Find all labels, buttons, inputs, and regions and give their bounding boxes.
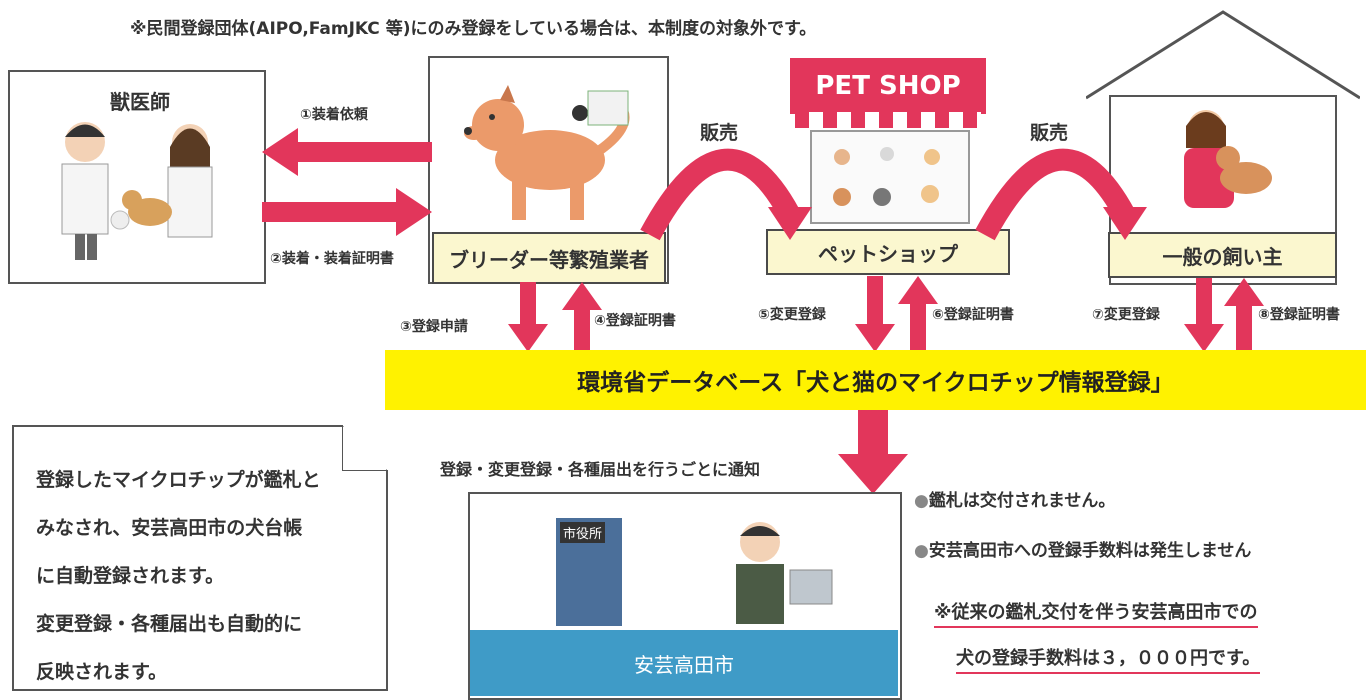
city-name-band: 安芸高田市 xyxy=(470,630,898,696)
breeder-label: ブリーダー等繁殖業者 xyxy=(432,232,666,284)
petshop-awning xyxy=(795,112,981,128)
sales-arrow-2 xyxy=(975,148,1147,241)
veterinarian-label: 獣医師 xyxy=(110,90,170,114)
petshop-window xyxy=(810,130,970,224)
notify-label: 登録・変更登録・各種届出を行うごとに通知 xyxy=(440,460,761,479)
memo-box: 登録したマイクロチップが鑑札と みなされ、安芸高田市の犬台帳 に自動登録されます… xyxy=(12,425,388,691)
petshop-label: ペットショップ xyxy=(766,229,1010,275)
memo-fold xyxy=(342,425,388,471)
sales-label-1: 販売 xyxy=(700,122,739,144)
pets-in-window xyxy=(833,147,940,206)
city-office-sign: 市役所 xyxy=(560,522,606,543)
city-name: 安芸高田市 xyxy=(634,652,734,677)
arrow-up-8 xyxy=(1224,278,1264,352)
footnote-line-2: 犬の登録手数料は３，０００円です。 xyxy=(956,644,1261,674)
arrow-down-7 xyxy=(1184,278,1224,352)
step-1-label: ①装着依頼 xyxy=(300,107,368,123)
memo-line-2: みなされ、安芸高田市の犬台帳 xyxy=(36,517,303,539)
arrow-down-3 xyxy=(508,282,548,352)
bullet-text-1: 鑑札は交付されません。 xyxy=(928,491,1116,511)
arrow-attach xyxy=(262,188,432,236)
memo-line-3: に自動登録されます。 xyxy=(36,565,225,587)
step-4-label: ④登録証明書 xyxy=(594,313,676,329)
arrow-up-6 xyxy=(898,276,938,352)
memo-line-1: 登録したマイクロチップが鑑札と xyxy=(36,469,321,491)
step-8-label: ⑧登録証明書 xyxy=(1258,307,1340,323)
step-6-label: ⑥登録証明書 xyxy=(932,307,1014,323)
veterinarian-illustration xyxy=(61,122,213,260)
memo-line-4: 変更登録・各種届出も自動的に xyxy=(36,613,303,635)
database-label: 環境省データベース「犬と猫のマイクロチップ情報登録」 xyxy=(577,370,1174,396)
step-7-label: ⑦変更登録 xyxy=(1092,307,1160,323)
bullet-dot-2: ● xyxy=(914,541,929,561)
sales-label-2: 販売 xyxy=(1030,122,1069,144)
petshop-sign: PET SHOP xyxy=(790,58,986,114)
bullet-2: ●安芸高田市への登録手数料は発生しません xyxy=(914,536,1251,561)
bullet-text-2: 安芸高田市への登録手数料は発生しません xyxy=(928,541,1252,561)
bullet-dot-1: ● xyxy=(914,491,929,511)
footnote-line-1: ※従来の鑑札交付を伴う安芸高田市での xyxy=(934,598,1258,628)
database-band: 環境省データベース「犬と猫のマイクロチップ情報登録」 xyxy=(385,350,1366,410)
sales-arrow-1 xyxy=(640,148,812,241)
dog-illustration xyxy=(464,85,630,220)
memo-line-5: 反映されます。 xyxy=(36,661,168,683)
arrow-down-5 xyxy=(855,276,895,352)
arrow-request xyxy=(262,128,432,176)
petshop-sign-text: PET SHOP xyxy=(815,71,961,101)
step-3-label: ③登録申請 xyxy=(400,319,468,335)
step-5-label: ⑤変更登録 xyxy=(758,307,826,323)
arrow-to-city xyxy=(838,410,908,494)
top-note: ※民間登録団体(AIPO,FamJKC 等)にのみ登録をしている場合は、本制度の… xyxy=(130,19,817,39)
city-staff-illustration xyxy=(736,522,833,624)
veterinarian-box: 獣医師 xyxy=(8,70,266,284)
arrow-up-4 xyxy=(562,282,602,352)
step-2-label: ②装着・装着証明書 xyxy=(270,251,394,267)
bullet-1: ●鑑札は交付されません。 xyxy=(914,486,1115,511)
city-office-building: 市役所 xyxy=(556,518,622,626)
owner-label: 一般の飼い主 xyxy=(1108,232,1337,278)
